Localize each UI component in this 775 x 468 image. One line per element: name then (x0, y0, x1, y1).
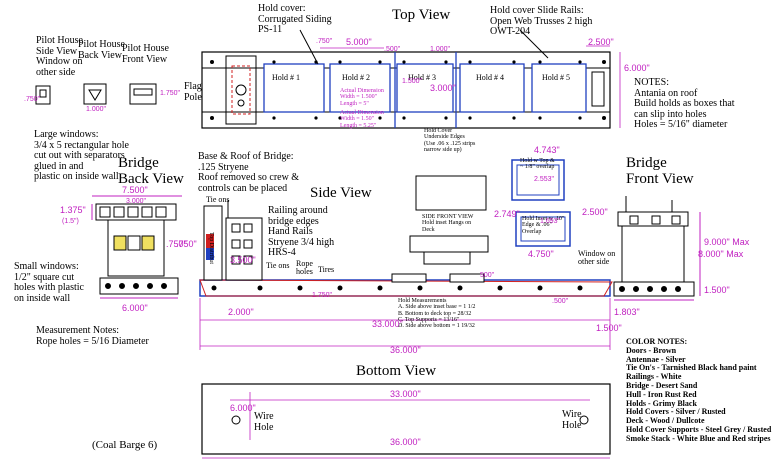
bridge-front-title: Bridge Front View (626, 155, 694, 187)
pilot-house-side-label: Pilot House Side View Window on other si… (36, 35, 83, 78)
bridge-back-top: 3.000" (126, 198, 147, 205)
side-total-dim: 36.000" (390, 345, 421, 355)
bridge-back-width: 7.500" (122, 185, 148, 195)
bottom-inner-dim: 33.000" (390, 389, 421, 399)
top-view-drawing (201, 29, 621, 129)
pilot-house-front-drawing (129, 83, 157, 105)
railing-note: Railing around bridge edges Hand Rails S… (268, 205, 335, 258)
side-view-drawing (199, 200, 613, 350)
side-dim-3: .500" (552, 298, 569, 305)
bottom-total-dim: 36.000" (390, 437, 421, 447)
bridge-front-h1: 2.500" (582, 207, 608, 217)
pilot-house-back-dim: 1.000" (86, 106, 107, 113)
hold-top-note: Hold w Top & ~ 1/8" overlap (520, 158, 555, 171)
hold-detail-drawing (409, 159, 571, 265)
small-windows-note: Small windows: 1/2" square cut holes wit… (14, 261, 84, 304)
bridge-front-drawing (613, 196, 701, 301)
bridge-back-lower: 6.000" (122, 303, 148, 313)
hold-measurements: Hold Measurements A. Side above inset ba… (398, 298, 476, 330)
top-view-title: Top View (392, 7, 451, 23)
hold-4-label: Hold # 4 (476, 73, 504, 82)
bridge-back-height: 1.375" (60, 205, 86, 215)
side-right-dim: 1.500" (596, 323, 622, 333)
bridge-front-width: 4.750" (528, 249, 554, 259)
bridge-back-side: .750" (166, 239, 187, 249)
top-brand-label: Top Distribut (208, 232, 214, 265)
notes-block: NOTES: Antania on roof Build holds as bo… (634, 77, 735, 130)
measurement-notes: Measurement Notes: Rope holes = 5/16 Dia… (36, 325, 149, 347)
bridge-front-top: 4.743" (534, 145, 560, 155)
tie-ons-label-2: Tie ons (266, 261, 290, 270)
bridge-back-drawing (91, 195, 182, 299)
side-dim-2: 500" (480, 272, 495, 279)
side-small-dim: .750" (176, 239, 197, 249)
side-dim-1: 1.750" (312, 292, 333, 299)
side-left-dim: 2.000" (228, 307, 254, 317)
pilot-house-back-drawing (83, 83, 107, 105)
bridge-back-h2: (1.5") (62, 218, 79, 225)
window-other-side-label: Window on other side (578, 249, 616, 267)
tie-ons-label-1: Tie ons (206, 195, 230, 204)
tires-label: Tires (318, 265, 335, 274)
bridge-front-bottom: 1.500" (704, 285, 730, 295)
hold-2-label: Hold # 2 (342, 73, 370, 82)
side-bow-dim: 1.803" (614, 307, 640, 317)
hold-cover-note: Hold cover: Corrugated Siding PS-11 (258, 3, 332, 35)
coal-barge-label: (Coal Barge 6) (92, 439, 158, 451)
hold-cover-underside-note: Hold Cover Underside Edges (Use .06 x .1… (424, 128, 476, 153)
bridge-front-max-1: 9.000" Max (704, 237, 750, 247)
top-dim-4: 1.000" (430, 46, 451, 53)
pilot-house-side-dim: .750" (24, 96, 41, 103)
pilot-house-front-label: Pilot House Front View (122, 43, 169, 65)
top-dim-7: 2.500" (588, 37, 614, 47)
slide-rails-note: Hold cover Slide Rails: Open Web Trusses… (490, 5, 593, 37)
top-dim-1: .750" (316, 38, 333, 45)
flag-pole-label: Flag Pole (184, 81, 202, 103)
rope-holes-label: Rope holes (296, 259, 313, 277)
color-notes: COLOR NOTES: Doors - Brown Antennae - Si… (626, 337, 772, 443)
base-roof-note: Base & Roof of Bridge: .125 Stryene Roof… (198, 151, 300, 194)
hold-5-label: Hold # 5 (542, 73, 570, 82)
pilot-house-back-label: Pilot House Back View (78, 39, 125, 61)
bridge-front-h4: 1.693" (540, 218, 561, 225)
bridge-front-h2: 2.749" (494, 209, 520, 219)
top-dim-2: 5.000" (346, 37, 372, 47)
wire-hole-right-label: Wire Hole (562, 409, 582, 431)
pilot-house-side-drawing (35, 85, 51, 105)
bottom-view-drawing (201, 383, 611, 459)
hold-1-label: Hold # 1 (272, 73, 300, 82)
hold-3-label: Hold # 3 (408, 73, 436, 82)
bottom-height-dim: 6.000" (230, 403, 256, 413)
bridge-front-max-2: 8.000" Max (698, 249, 744, 259)
bridge-front-h3: 2.553" (534, 176, 555, 183)
large-windows-note: Large windows: 3/4 x 5 rectangular hole … (34, 129, 129, 182)
top-dim-8: 6.000" (624, 63, 650, 73)
side-top-height: 3.500" (230, 255, 256, 265)
side-front-view-label: SIDE FRONT VIEW Hold inset Hangs on Deck (422, 214, 474, 233)
hold-2-sub-dims: Actual Dimension Width = 1.500" Length =… (340, 88, 384, 107)
side-inner-dim: 33.000" (372, 319, 403, 329)
bottom-view-title: Bottom View (356, 363, 437, 379)
top-dim-3: .500" (384, 46, 401, 53)
top-dim-6: 3.000" (430, 83, 456, 93)
side-view-title: Side View (310, 185, 372, 201)
pilot-house-front-dim: 1.750" (160, 90, 181, 97)
top-dim-5: 1.500" (402, 78, 423, 85)
wire-hole-left-label: Wire Hole (254, 411, 274, 433)
bridge-back-title: Bridge Back View (118, 155, 184, 187)
hold-2-sub-dims-2: Actual Dimension Width = 1.50" Length = … (340, 110, 384, 129)
hold-inset-note: Hold Inset w .10" Edge & .06" Overlap (522, 216, 565, 235)
